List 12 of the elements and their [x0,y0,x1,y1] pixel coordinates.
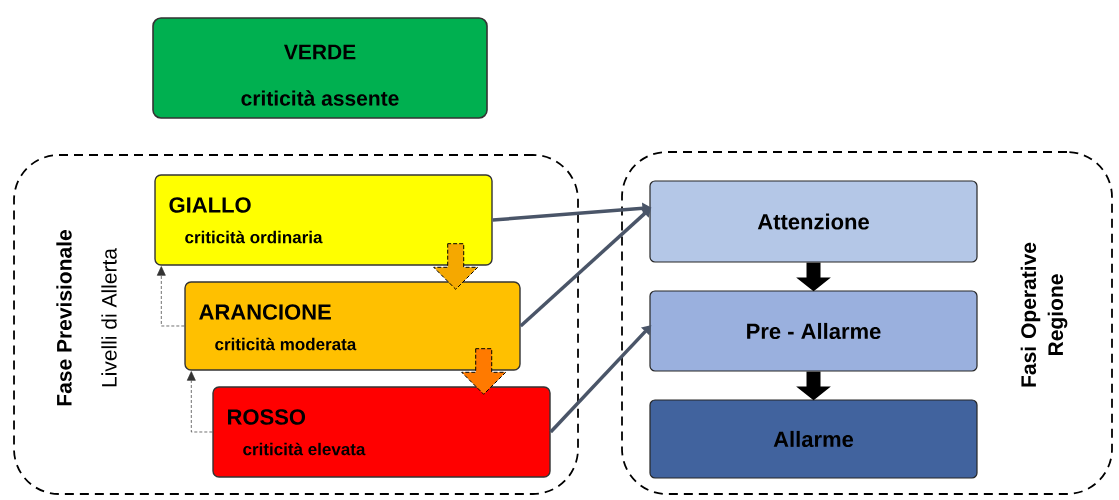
phase-box: Pre - Allarme [649,290,978,372]
block-arrow [433,243,479,290]
phase-box: Allarme [649,399,978,479]
arrow [156,266,185,327]
block-arrow [461,348,507,395]
level-box: GIALLO criticità ordinaria [154,174,493,266]
level-box: VERDE criticità assente [152,17,488,119]
level-box: ROSSO criticità elevata [212,386,551,478]
phase-box: Attenzione [649,180,978,263]
arrow [549,325,652,434]
level-box: ARANCIONE criticità moderata [184,281,521,371]
arrow [186,371,213,433]
